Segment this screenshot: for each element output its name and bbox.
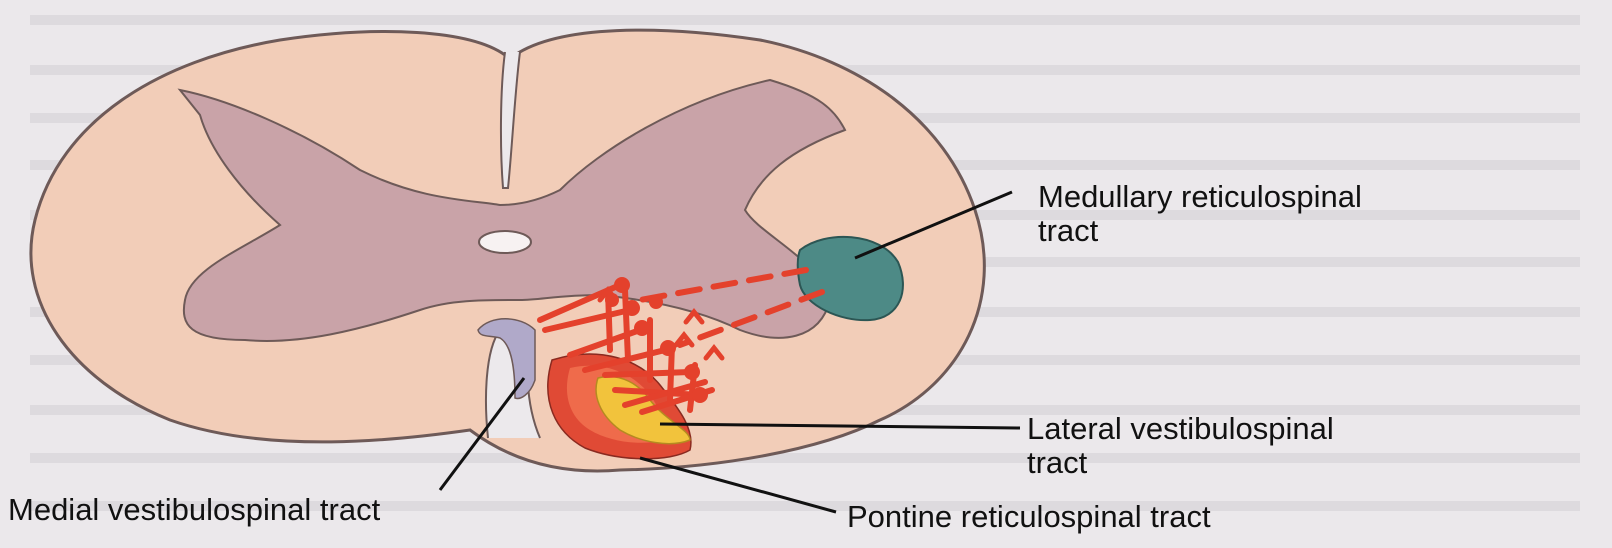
label-medial-text: Medial vestibulospinal tract xyxy=(8,493,380,527)
label-lateral-vestibulospinal-tract: Lateral vestibulospinal tract xyxy=(1027,412,1334,480)
label-medial-vestibulospinal-tract: Medial vestibulospinal tract xyxy=(8,493,380,527)
label-lateral-line-2: tract xyxy=(1027,446,1334,480)
label-medullary-reticulospinal-tract: Medullary reticulospinal tract xyxy=(1038,180,1362,248)
label-lateral-line-1: Lateral vestibulospinal xyxy=(1027,412,1334,446)
label-medullary-line-2: tract xyxy=(1038,214,1362,248)
label-pontine-text: Pontine reticulospinal tract xyxy=(847,500,1211,534)
central-canal xyxy=(479,231,531,253)
label-pontine-reticulospinal-tract: Pontine reticulospinal tract xyxy=(847,500,1211,534)
label-medullary-line-1: Medullary reticulospinal xyxy=(1038,180,1362,214)
